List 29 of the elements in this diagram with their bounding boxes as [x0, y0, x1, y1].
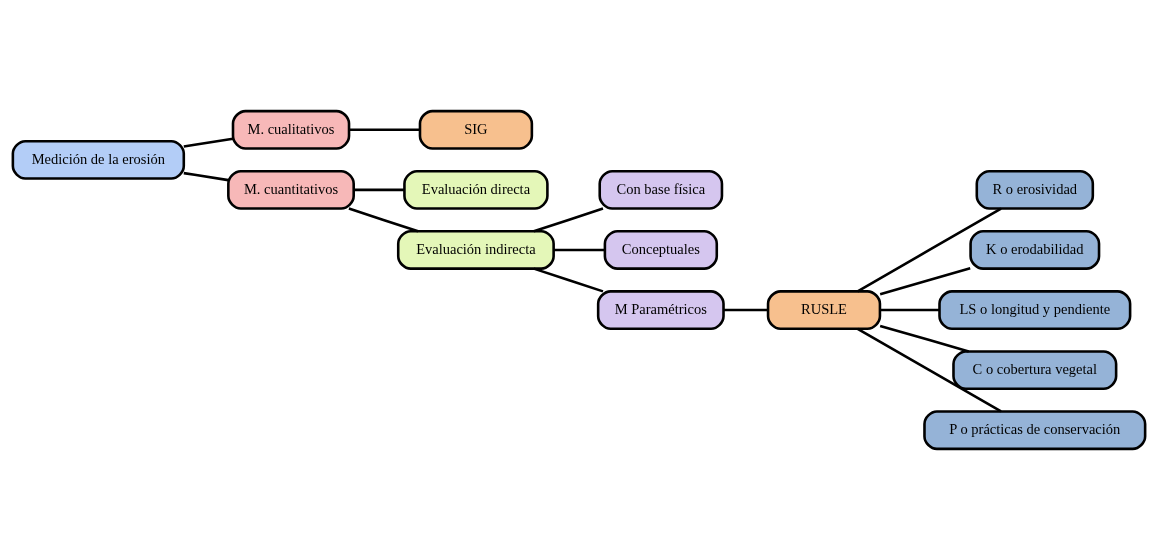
node-box: Medición de la erosión [11, 139, 186, 180]
node-box: P o prácticas de conservación [923, 409, 1147, 450]
node-box: Evaluación indirecta [396, 229, 555, 270]
connector [353, 188, 405, 191]
node-box: R o erosividad [975, 169, 1095, 210]
node-box: RUSLE [766, 289, 882, 330]
node-box: Evaluación directa [403, 169, 549, 210]
node-box: M Paramétricos [596, 289, 725, 330]
node-box: C o cobertura vegetal [952, 349, 1118, 390]
connector [348, 206, 419, 233]
node-box: M. cuantitativos [227, 169, 355, 210]
connector [723, 308, 768, 311]
connector [880, 308, 940, 311]
connector [553, 248, 605, 251]
connector [879, 266, 971, 295]
connector [183, 171, 229, 181]
connector [183, 137, 234, 148]
node-box: Conceptuales [603, 229, 719, 270]
connector [349, 128, 420, 131]
connector [857, 327, 1002, 412]
node-box: SIG [418, 109, 534, 150]
node-box: M. cualitativos [231, 109, 351, 150]
connector [857, 207, 1002, 292]
connector [533, 266, 604, 293]
node-box: Con base física [598, 169, 724, 210]
node-box: LS o longitud y pendiente [938, 289, 1132, 330]
node-box: K o erodabilidad [969, 229, 1101, 270]
connector [533, 206, 604, 232]
connector [879, 324, 970, 353]
